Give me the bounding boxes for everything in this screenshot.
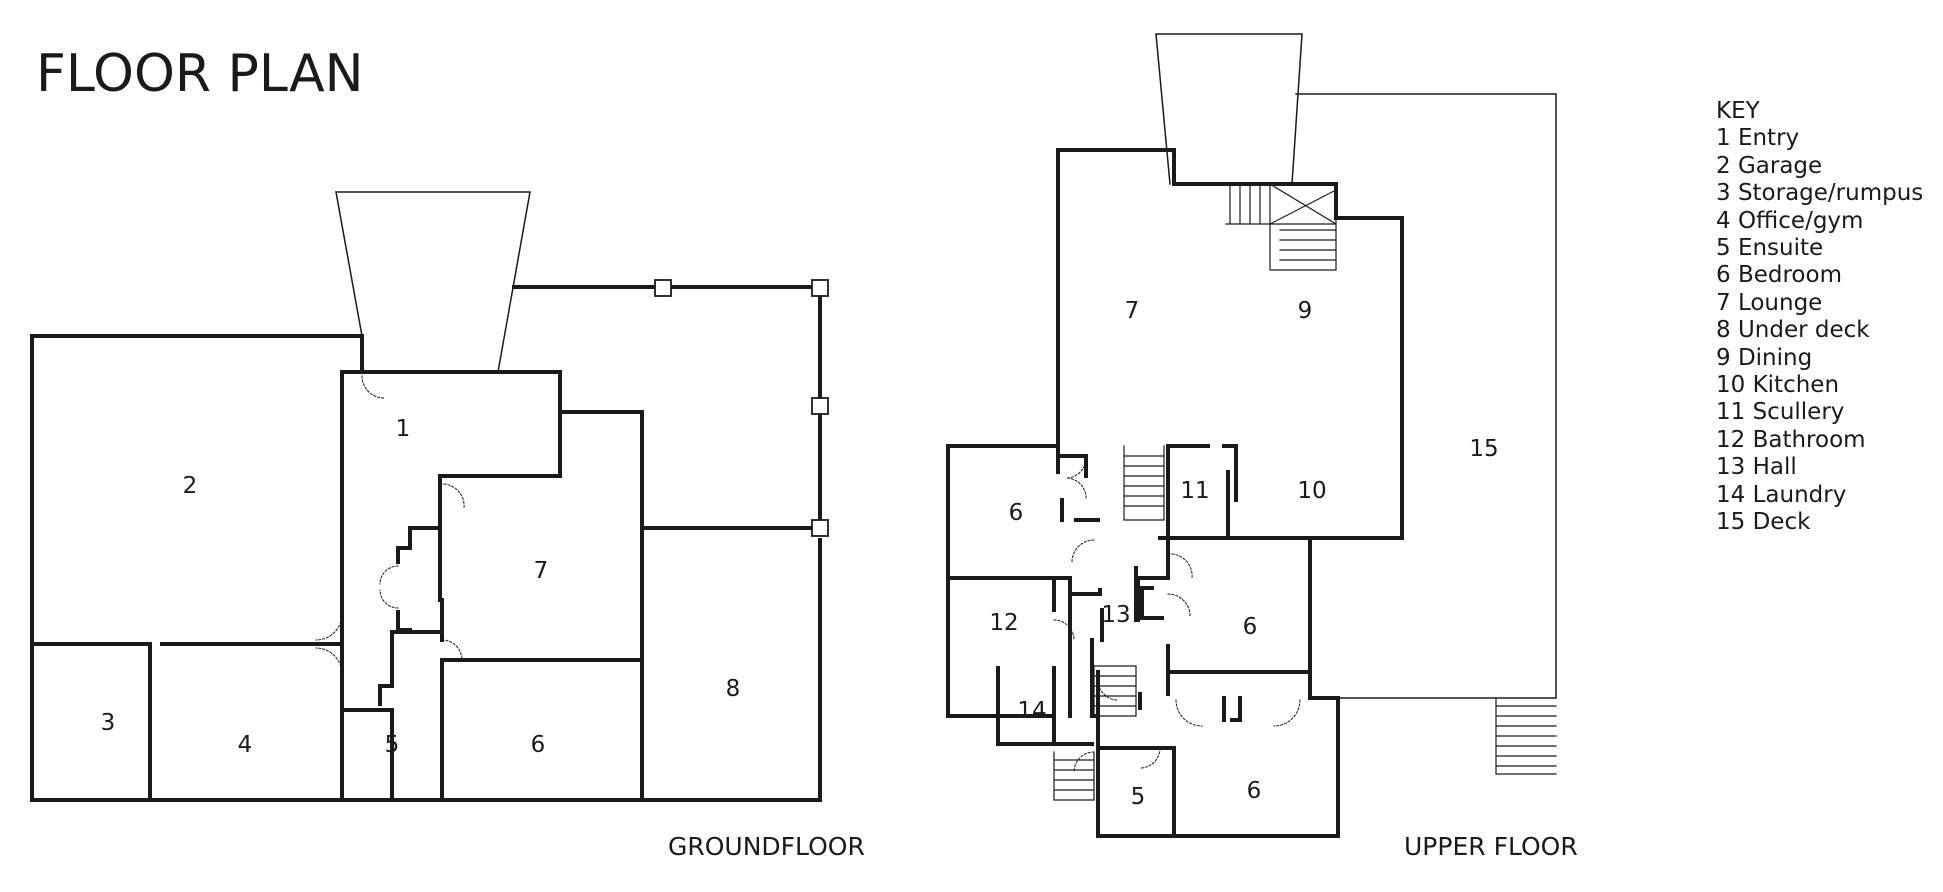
key-item: 14 Laundry xyxy=(1716,481,1847,508)
key-item: 6 Bedroom xyxy=(1716,262,1842,289)
upper-room-label-13: 13 xyxy=(1101,602,1130,628)
ground-room-label-3: 3 xyxy=(101,710,116,736)
ground-room-label-6: 6 xyxy=(531,732,546,758)
upper-room-label-9: 9 xyxy=(1298,298,1313,324)
upper-hall-walls xyxy=(946,566,1170,746)
ground-storage-office-walls xyxy=(30,370,822,802)
ground-chimney xyxy=(335,191,531,373)
upper-room-label-6-bottom: 6 xyxy=(1247,778,1262,804)
upper-deck-stairs xyxy=(1495,697,1557,775)
ground-entry-walls xyxy=(340,370,562,478)
ground-room-label-7: 7 xyxy=(534,558,549,584)
upper-room-label-6-mid: 6 xyxy=(1243,614,1258,640)
upper-laundry-stairs xyxy=(1053,751,1095,801)
deck-post xyxy=(654,279,672,297)
upper-room-label-10: 10 xyxy=(1297,478,1326,504)
ground-door-swings xyxy=(315,375,465,675)
upper-closets-1 xyxy=(1060,454,1100,522)
upper-floor-plan: 7 9 6 11 10 15 12 13 6 14 5 6 xyxy=(946,33,1557,838)
upper-chimney xyxy=(1155,33,1303,185)
upper-kitchen-scullery-walls xyxy=(1166,444,1320,580)
upper-main-stairs xyxy=(1225,183,1337,271)
deck-post xyxy=(811,519,829,537)
upper-room-label-15: 15 xyxy=(1469,436,1498,462)
upper-laundry-walls xyxy=(996,714,1056,746)
key-item: 15 Deck xyxy=(1716,509,1811,536)
ground-room-label-4: 4 xyxy=(238,732,253,758)
key-item: 7 Lounge xyxy=(1716,289,1823,316)
upper-room-label-6-top: 6 xyxy=(1009,500,1024,526)
ground-floor-plan: 1 2 3 4 5 6 7 8 xyxy=(30,191,829,802)
key-item: 5 Ensuite xyxy=(1716,235,1824,262)
key-item: 8 Under deck xyxy=(1716,317,1870,344)
upper-bedroom-mid-walls xyxy=(1140,536,1312,696)
upper-floor-label: UPPER FLOOR xyxy=(1404,832,1578,861)
ground-garage-walls xyxy=(30,334,364,802)
upper-hall-stairs xyxy=(1093,665,1137,717)
ground-room-label-2: 2 xyxy=(183,473,198,499)
key-item: 13 Hall xyxy=(1716,454,1797,481)
page-title: FLOOR PLAN xyxy=(36,44,364,104)
deck-post xyxy=(811,279,829,297)
key-item: 1 Entry xyxy=(1716,125,1800,152)
ground-lounge-walls xyxy=(438,410,644,662)
key-item: 3 Storage/rumpus xyxy=(1716,180,1924,207)
upper-room-label-5: 5 xyxy=(1131,784,1146,810)
upper-deck-outline xyxy=(1295,93,1557,699)
key-item: 2 Garage xyxy=(1716,152,1823,179)
upper-room-label-11: 11 xyxy=(1180,478,1209,504)
ground-room-label-8: 8 xyxy=(726,676,741,702)
deck-post xyxy=(811,397,829,415)
ground-room-label-5: 5 xyxy=(385,732,400,758)
upper-room-label-14: 14 xyxy=(1017,698,1046,724)
upper-stairs-to-ground xyxy=(1123,445,1165,521)
legend-key: KEY 1 Entry 2 Garage 3 Storage/rumpus 4 … xyxy=(1716,98,1923,537)
key-item: 11 Scullery xyxy=(1716,399,1845,426)
upper-door-swings xyxy=(1053,457,1301,773)
ground-hall-walls xyxy=(378,526,444,706)
key-item: 9 Dining xyxy=(1716,344,1813,371)
ground-floor-label: GROUNDFLOOR xyxy=(668,832,865,861)
key-item: 12 Bathroom xyxy=(1716,426,1866,453)
ground-room-label-1: 1 xyxy=(396,416,411,442)
upper-room-label-7: 7 xyxy=(1125,298,1140,324)
key-heading: KEY xyxy=(1716,98,1760,124)
key-item: 10 Kitchen xyxy=(1716,372,1840,399)
upper-room-label-12: 12 xyxy=(989,610,1018,636)
key-item: 4 Office/gym xyxy=(1716,207,1864,234)
